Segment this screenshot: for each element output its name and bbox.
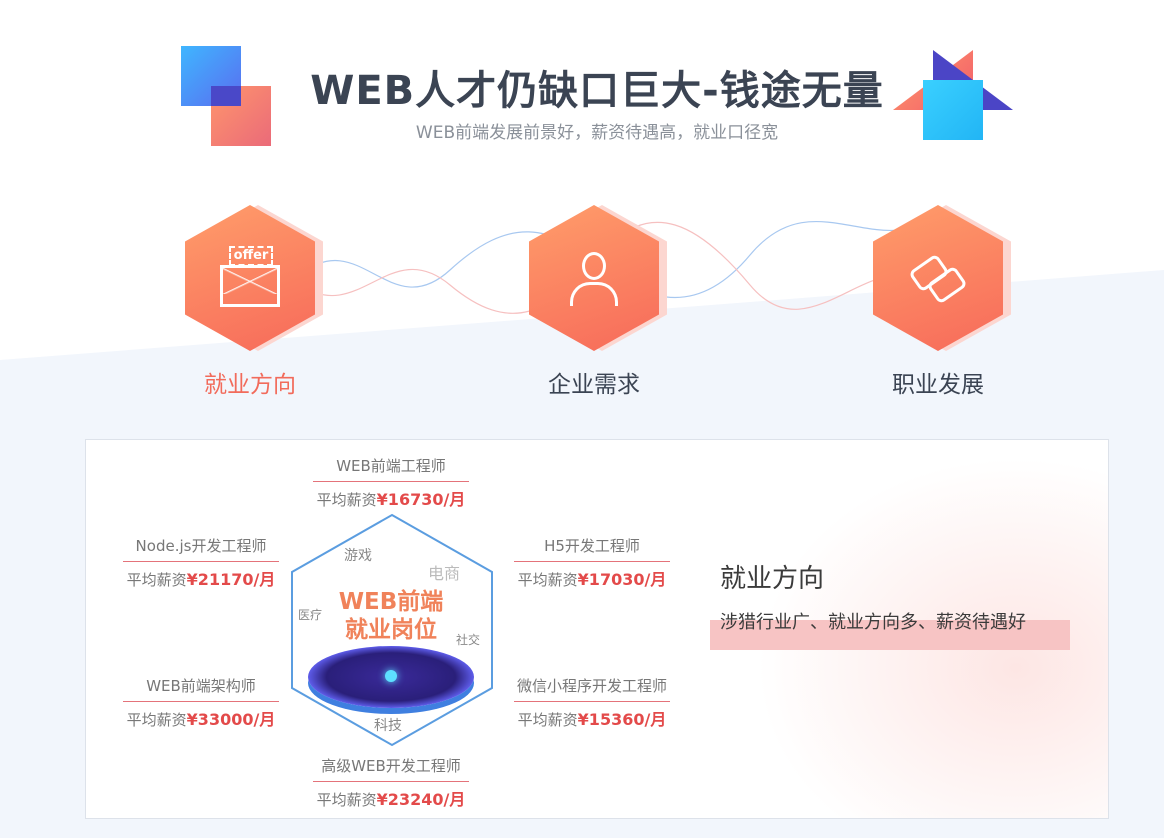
salary-prefix: 平均薪资: [126, 711, 187, 729]
job-name: Node.js开发工程师: [135, 537, 267, 555]
center-title-line: 就业岗位: [345, 617, 437, 643]
job-name: 高级WEB开发工程师: [321, 757, 461, 775]
salary-amount: ¥33000/月: [186, 710, 276, 729]
feature-label: 企业需求: [548, 372, 640, 398]
logo-left-decoration: [181, 46, 271, 146]
salary-amount: ¥16730/月: [376, 490, 466, 509]
industry-tag: 游戏: [344, 548, 372, 564]
detail-description: 涉猎行业广、就业方向多、薪资待遇好: [720, 612, 1026, 633]
salary-prefix: 平均薪资: [517, 571, 578, 589]
job-post: H5开发工程师平均薪资¥17030/月: [492, 535, 692, 590]
center-title: WEB前端 就业岗位: [326, 588, 456, 644]
handshake-icon: [873, 205, 1003, 351]
job-post: 微信小程序开发工程师平均薪资¥15360/月: [492, 675, 692, 730]
salary-amount: ¥15360/月: [577, 710, 667, 729]
planet-platform-illustration: [308, 646, 474, 708]
salary-prefix: 平均薪资: [316, 491, 377, 509]
job-post: 高级WEB开发工程师平均薪资¥23240/月: [291, 755, 491, 810]
detail-title: 就业方向: [720, 564, 825, 594]
job-post: WEB前端工程师平均薪资¥16730/月: [291, 455, 491, 510]
logo-right-decoration: [893, 50, 1013, 142]
salary-amount: ¥23240/月: [376, 790, 466, 809]
center-hexagon: [291, 513, 493, 747]
employment-panel: 游戏 电商 医疗 社交 科技 WEB前端 就业岗位 WEB前端工程师平均薪资¥1…: [85, 439, 1109, 819]
highlight-bar: [710, 620, 1070, 650]
feature-label: 就业方向: [204, 372, 296, 398]
salary-amount: ¥17030/月: [577, 570, 667, 589]
industry-tag: 科技: [374, 718, 402, 734]
salary-prefix: 平均薪资: [517, 711, 578, 729]
job-name: H5开发工程师: [544, 537, 640, 555]
job-post: WEB前端架构师平均薪资¥33000/月: [101, 675, 301, 730]
center-title-line: WEB前端: [338, 589, 444, 615]
page-subtitle: WEB前端发展前景好，薪资待遇高，就业口径宽: [415, 123, 779, 143]
person-icon: [529, 205, 659, 351]
job-name: 微信小程序开发工程师: [516, 677, 667, 695]
job-name: WEB前端架构师: [146, 677, 256, 695]
salary-prefix: 平均薪资: [126, 571, 187, 589]
job-name: WEB前端工程师: [336, 457, 446, 475]
industry-tag: 医疗: [298, 608, 323, 622]
salary-prefix: 平均薪资: [316, 791, 377, 809]
feature-label: 职业发展: [892, 372, 984, 398]
industry-tag: 电商: [428, 564, 461, 583]
salary-amount: ¥21170/月: [186, 570, 276, 589]
industry-tag: 社交: [456, 633, 481, 647]
page-title: WEB人才仍缺口巨大-钱途无量: [310, 68, 884, 114]
job-post: Node.js开发工程师平均薪资¥21170/月: [101, 535, 301, 590]
